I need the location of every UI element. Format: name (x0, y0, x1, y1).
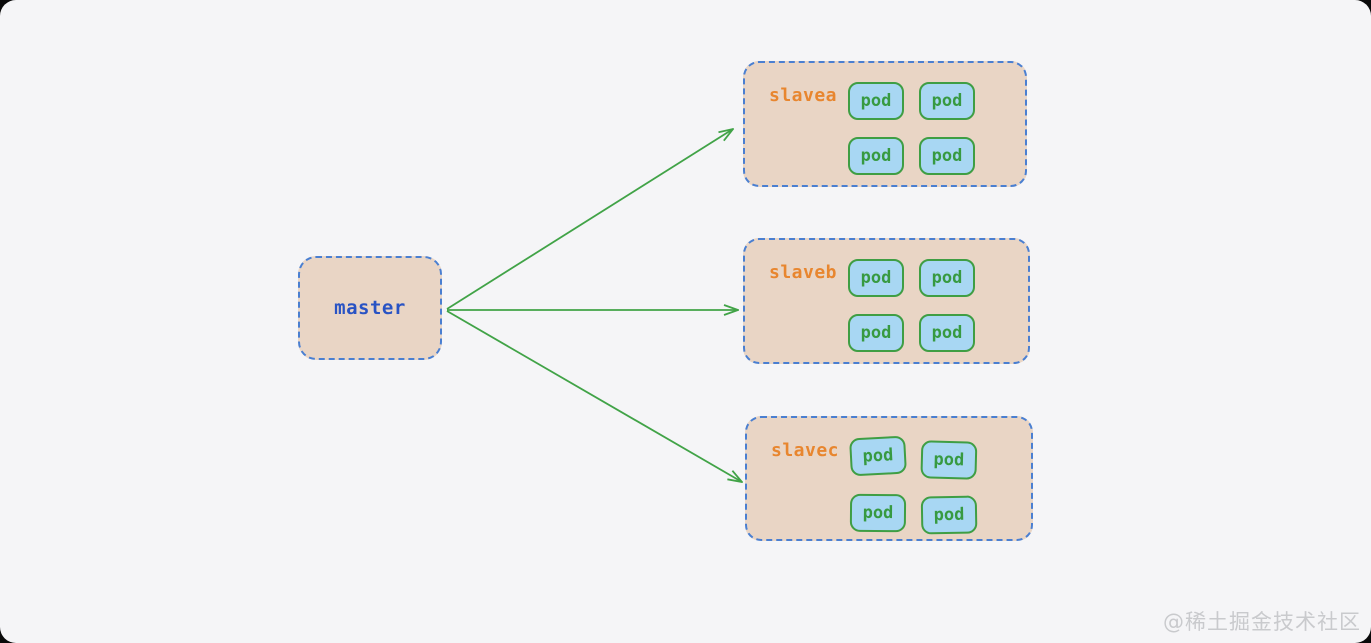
slave-label-slavea: slavea (769, 85, 838, 106)
pod-box: pod (848, 82, 904, 120)
pod-box: pod (849, 435, 907, 477)
pod-box: pod (919, 259, 975, 297)
pod-box: pod (848, 137, 904, 175)
master-label: master (334, 297, 406, 319)
pod-grid-slavea: pod pod pod pod (848, 82, 975, 175)
pod-box: pod (919, 82, 975, 120)
pod-box: pod (919, 314, 975, 352)
arrow-master-to-slavea (446, 129, 733, 310)
pod-box: pod (849, 493, 907, 533)
slave-node-slavec: slavec pod pod pod pod (745, 416, 1033, 541)
slave-node-slavea: slavea pod pod pod pod (743, 61, 1027, 187)
pod-box: pod (920, 440, 978, 480)
watermark: @稀土掘金技术社区 (1163, 610, 1361, 634)
pod-box: pod (848, 314, 904, 352)
pod-box: pod (920, 495, 978, 535)
slave-label-slavec: slavec (771, 440, 840, 461)
slave-label-slaveb: slaveb (769, 262, 838, 283)
arrow-master-to-slavec (446, 310, 742, 482)
pod-box: pod (848, 259, 904, 297)
pod-grid-slaveb: pod pod pod pod (848, 259, 975, 352)
master-node: master (298, 256, 442, 360)
slave-node-slaveb: slaveb pod pod pod pod (743, 238, 1030, 364)
pod-grid-slavec: pod pod pod pod (849, 435, 978, 535)
pod-box: pod (919, 137, 975, 175)
